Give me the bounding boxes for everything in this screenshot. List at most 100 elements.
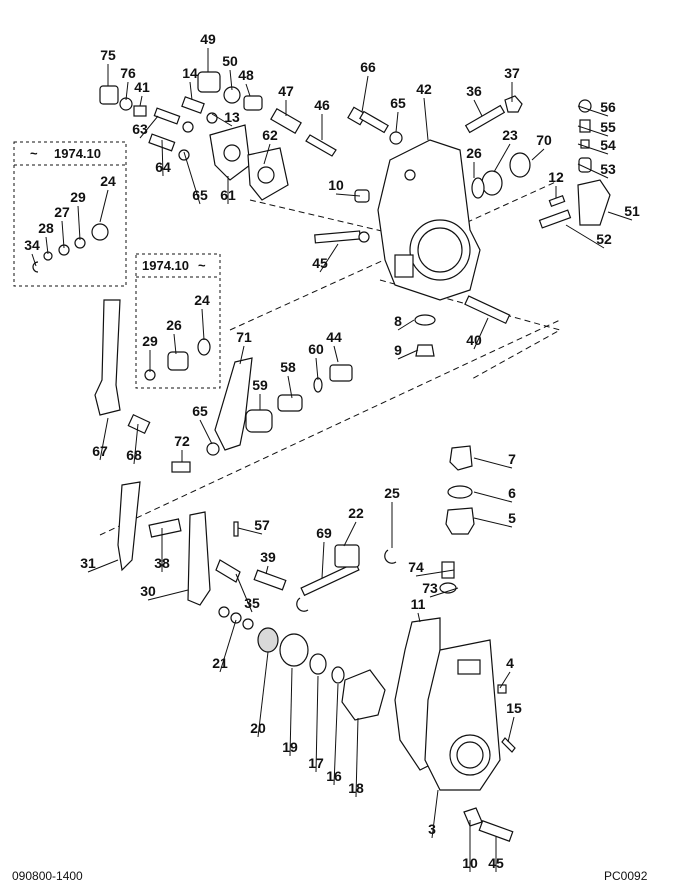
inset-before-date-prefix: ~ — [30, 146, 38, 161]
callout-60: 60 — [308, 341, 324, 357]
washer-8 — [414, 314, 436, 326]
callout-62: 62 — [262, 127, 278, 143]
callout-65: 65 — [192, 403, 208, 419]
footer-right-code: PC0092 — [604, 869, 648, 883]
leader-20 — [257, 651, 269, 738]
leader-6 — [473, 491, 513, 503]
leader-48 — [245, 83, 251, 97]
leader-18 — [355, 717, 359, 798]
callout-29: 29 — [142, 333, 158, 349]
leader-65 — [199, 419, 213, 445]
lever-67 — [94, 299, 121, 416]
callout-23: 23 — [502, 127, 518, 143]
callout-74: 74 — [408, 559, 424, 575]
washer-21a — [218, 606, 230, 618]
washer-63b — [182, 121, 194, 133]
callout-3: 3 — [428, 821, 436, 837]
callout-14: 14 — [182, 65, 198, 81]
sleeve-59 — [245, 409, 273, 433]
clip-lower — [296, 597, 309, 612]
leader-27 — [61, 220, 65, 249]
leader-45 — [319, 243, 339, 273]
bolt-68 — [127, 413, 151, 435]
washer-21c — [242, 618, 254, 630]
callout-26: 26 — [466, 145, 482, 161]
callout-27: 27 — [54, 204, 70, 220]
pin-52 — [538, 209, 572, 229]
callout-25: 25 — [384, 485, 400, 501]
callout-65: 65 — [192, 187, 208, 203]
callout-37: 37 — [504, 65, 520, 81]
leader-10 — [335, 193, 361, 197]
callout-65: 65 — [390, 95, 406, 111]
spring-46 — [305, 134, 337, 157]
flyweight-18 — [341, 669, 386, 721]
leader-41 — [139, 95, 143, 107]
leader-15 — [507, 716, 515, 743]
callout-76: 76 — [120, 65, 136, 81]
plate-61-hole — [223, 144, 241, 162]
callout-71: 71 — [236, 329, 252, 345]
callout-7: 7 — [508, 451, 516, 467]
callout-55: 55 — [600, 119, 616, 135]
callout-59: 59 — [252, 377, 268, 393]
plug-37 — [504, 95, 523, 113]
shim-54 — [580, 139, 590, 149]
callout-6: 6 — [508, 485, 516, 501]
governor-housing — [377, 139, 481, 301]
leader-58 — [287, 375, 293, 399]
lever-22 — [334, 544, 360, 568]
callout-61: 61 — [220, 187, 236, 203]
washer-65-mid — [206, 442, 220, 456]
callout-18: 18 — [348, 780, 364, 796]
callout-53: 53 — [600, 161, 616, 177]
callout-70: 70 — [536, 132, 552, 148]
callout-9: 9 — [394, 342, 402, 358]
leader-19 — [289, 667, 293, 757]
leader-57 — [237, 527, 263, 535]
callout-24: 24 — [194, 292, 210, 308]
leader-40 — [473, 317, 489, 350]
spring-38 — [148, 518, 182, 538]
collar-48 — [243, 95, 263, 111]
bolt-72 — [171, 461, 191, 473]
centerline-housing — [379, 279, 562, 381]
leader-63 — [139, 115, 159, 139]
callout-12: 12 — [548, 169, 564, 185]
callout-67: 67 — [92, 443, 108, 459]
bearing-20 — [257, 627, 279, 653]
leader-65 — [183, 151, 201, 205]
callout-21: 21 — [212, 655, 228, 671]
leader-29 — [77, 205, 81, 241]
callout-64: 64 — [155, 159, 171, 175]
lever-31 — [117, 481, 141, 572]
leader-26 — [173, 333, 177, 355]
leader-64 — [161, 139, 164, 177]
leader-35 — [235, 573, 253, 613]
ring-60 — [313, 377, 323, 393]
seal-70 — [509, 152, 531, 178]
leader-23 — [493, 143, 511, 173]
pin-15 — [501, 737, 516, 753]
washer-6 — [447, 485, 473, 499]
callout-29: 29 — [70, 189, 86, 205]
leader-53 — [577, 163, 609, 179]
washer-65-left — [178, 149, 190, 161]
washer-73 — [439, 582, 457, 594]
leader-73 — [429, 587, 459, 598]
link-35 — [215, 559, 241, 583]
callout-72: 72 — [174, 433, 190, 449]
leader-67 — [99, 417, 109, 461]
bolt-63 — [153, 107, 181, 125]
leader-52 — [565, 224, 605, 249]
pin-36 — [464, 104, 506, 134]
callout-45: 45 — [312, 255, 328, 271]
leader-76 — [125, 81, 129, 101]
leader-34 — [31, 253, 37, 267]
leader-21 — [219, 619, 237, 673]
callout-34: 34 — [24, 237, 40, 253]
bolt-44 — [329, 364, 353, 382]
callout-36: 36 — [466, 83, 482, 99]
callout-17: 17 — [308, 755, 324, 771]
